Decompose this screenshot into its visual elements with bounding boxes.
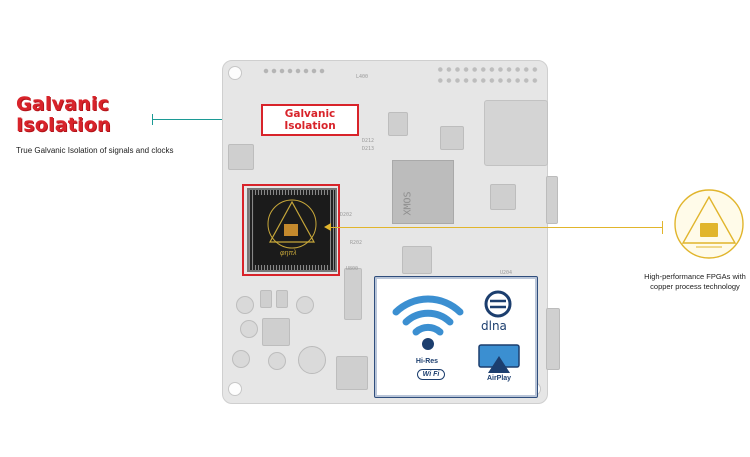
airplay-label: AirPlay — [486, 375, 512, 382]
right-callout-arrow-icon — [324, 223, 331, 231]
wifi-badge: Wi Fi — [417, 369, 445, 380]
capacitor-5 — [268, 352, 286, 370]
fpga-badge-icon — [674, 189, 744, 259]
board-galvanic-line2: Isolation — [284, 120, 336, 132]
dlna-label: dlna — [481, 319, 507, 333]
sd-card-slot — [484, 100, 548, 166]
galvanic-heading-line2: Isolation — [16, 114, 111, 136]
galvanic-isolation-description: True Galvanic Isolation of signals and c… — [16, 146, 174, 155]
board-galvanic-label: Galvanic Isolation — [261, 104, 359, 136]
fpga-description-line1: High-performance FPGAs with — [644, 272, 746, 281]
chip-small-2 — [388, 112, 408, 136]
silk-d212: D212 — [362, 138, 375, 144]
chip-small-4 — [402, 246, 432, 274]
gpio-pin-header — [436, 64, 540, 86]
right-callout-line — [330, 227, 662, 228]
left-callout-line — [152, 119, 262, 120]
dlna-icon — [484, 290, 512, 318]
fpga-highlight-outline — [242, 184, 340, 276]
silk-l400: L400 — [356, 74, 369, 80]
capacitor-3 — [240, 320, 258, 338]
fpga-description-line2: copper process technology — [650, 282, 740, 291]
mount-hole-top-left — [228, 66, 242, 80]
right-callout-tick — [662, 221, 663, 234]
chip-small-1 — [440, 126, 464, 150]
silk-u204: U204 — [500, 270, 513, 276]
capacitor-1 — [236, 296, 254, 314]
silk-d213: D213 — [362, 146, 375, 152]
hires-label: Hi-Res — [415, 358, 439, 365]
side-connector-top — [546, 176, 558, 224]
capacitor-4 — [232, 350, 250, 368]
wifi-icon — [392, 295, 464, 350]
component-b — [276, 290, 288, 308]
fpga-logo-icon — [267, 199, 317, 249]
fpga-description: High-performance FPGAs with copper proce… — [640, 272, 750, 292]
component-a — [260, 290, 272, 308]
connector-u800 — [344, 268, 362, 320]
qr-chip — [336, 356, 368, 390]
capacitor-2 — [296, 296, 314, 314]
network-features-panel — [374, 276, 538, 398]
galvanic-isolation-heading: Galvanic Isolation — [16, 94, 148, 136]
galvanic-heading-line1: Galvanic — [16, 93, 110, 115]
board-galvanic-line1: Galvanic — [284, 108, 336, 120]
chip-small-3 — [228, 144, 254, 170]
chip-small-5 — [490, 184, 516, 210]
airplay-icon — [478, 344, 520, 373]
fpga-chip-marking: φηπλ — [280, 250, 297, 257]
small-pin-header — [262, 67, 326, 75]
mount-hole-bottom-left — [228, 382, 242, 396]
silk-d202: D202 — [340, 212, 353, 218]
silk-r202: R202 — [350, 240, 363, 246]
xmos-marking: XMOS — [402, 191, 414, 216]
silk-u800: U800 — [346, 266, 359, 272]
chip-small-6 — [262, 318, 290, 346]
capacitor-large — [298, 346, 326, 374]
xmos-chip — [392, 160, 454, 224]
side-connector-bottom — [546, 308, 560, 370]
